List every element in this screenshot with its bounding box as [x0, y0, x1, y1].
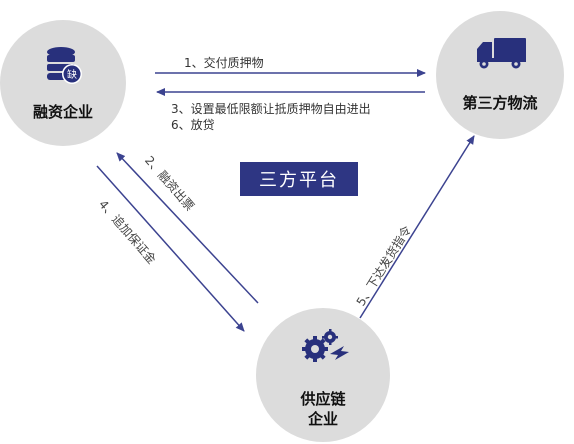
logistics-node-label: 第三方物流 [462, 94, 538, 112]
financing-node-circle [0, 20, 126, 146]
gears-icon [302, 329, 349, 362]
supply-chain-node-label-line2: 企业 [307, 410, 338, 428]
platform-box: 三方平台 [240, 162, 358, 196]
flow-label-1: 1、交付质押物 [184, 56, 264, 70]
truck-icon [477, 38, 526, 69]
supply-chain-node-label-line1: 供应链 [300, 390, 346, 408]
financing-node-label: 融资企业 [32, 103, 93, 121]
database-icon [47, 47, 82, 84]
arrow-financing-to-supply [96, 165, 245, 332]
flow-label-6: 6、放贷 [171, 118, 215, 132]
arrow-supply-to-financing [116, 152, 259, 304]
logistics-node-circle [436, 11, 564, 139]
flow-label-3: 3、设置最低限额让抵质押物自由进出 [171, 102, 371, 116]
shortage-icon-glyph: 缺 [67, 68, 77, 81]
arrow-supply-to-logistics [359, 135, 475, 319]
supply-chain-node-circle [256, 308, 390, 442]
